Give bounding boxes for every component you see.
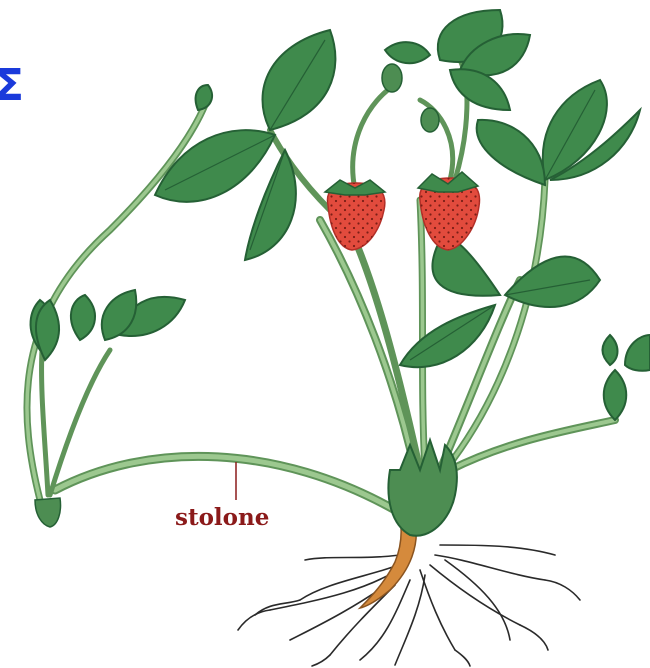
strawberries — [325, 172, 480, 250]
plantlet-crown — [35, 498, 61, 527]
flower-buds — [382, 64, 439, 132]
corner-sigma-glyph: Σ — [0, 60, 24, 111]
stolone-label: stolone — [175, 504, 269, 531]
